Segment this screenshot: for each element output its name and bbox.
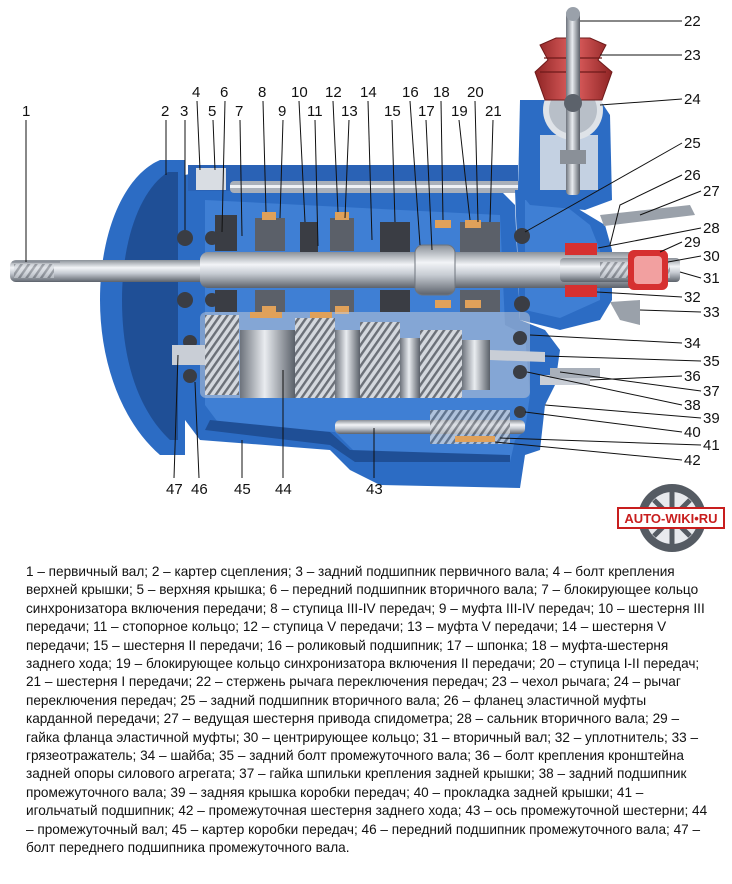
leader-lines — [25, 20, 702, 479]
callout-47: 47 — [166, 481, 183, 498]
callout-41: 41 — [703, 437, 720, 454]
callout-17: 17 — [418, 103, 435, 120]
callout-14: 14 — [360, 84, 377, 101]
logo-text: AUTO-WIKI•RU — [624, 511, 717, 526]
parts-legend: 1 – первичный вал; 2 – картер сцепления;… — [26, 564, 708, 856]
callout-46: 46 — [191, 481, 208, 498]
rear-flange — [565, 205, 695, 325]
top-cover — [188, 165, 530, 193]
callout-21: 21 — [485, 103, 502, 120]
callout-28: 28 — [703, 220, 720, 237]
callout-12: 12 — [325, 84, 342, 101]
callout-15: 15 — [384, 103, 401, 120]
upper-gears — [215, 212, 500, 252]
callout-18: 18 — [433, 84, 450, 101]
callout-44: 44 — [275, 481, 292, 498]
callout-11: 11 — [307, 103, 323, 120]
callout-24: 24 — [684, 91, 701, 108]
callout-6: 6 — [220, 84, 228, 101]
callout-35: 35 — [703, 353, 720, 370]
gearbox-diagram: 1 2 3 4 5 6 7 8 9 10 11 12 13 14 15 16 1… — [10, 7, 720, 498]
countershaft-cluster — [200, 312, 530, 398]
callout-16: 16 — [402, 84, 419, 101]
callout-9: 9 — [278, 103, 286, 120]
bearings — [177, 228, 530, 418]
callout-13: 13 — [341, 103, 358, 120]
callout-39: 39 — [703, 410, 720, 427]
callout-2: 2 — [161, 103, 169, 120]
callout-4: 4 — [192, 84, 200, 101]
callout-40: 40 — [684, 424, 701, 441]
callout-45: 45 — [234, 481, 251, 498]
callout-26: 26 — [684, 167, 701, 184]
callout-32: 32 — [684, 289, 701, 306]
callout-20: 20 — [467, 84, 484, 101]
callout-3: 3 — [180, 103, 188, 120]
callout-37: 37 — [703, 383, 720, 400]
callout-23: 23 — [684, 47, 701, 64]
output-shaft — [200, 244, 680, 296]
callout-8: 8 — [258, 84, 266, 101]
callout-27: 27 — [703, 183, 720, 200]
callout-36: 36 — [684, 368, 701, 385]
callout-25: 25 — [684, 135, 701, 152]
callout-31: 31 — [703, 270, 720, 287]
callout-labels: 1 2 3 4 5 6 7 8 9 10 11 12 13 14 15 16 1… — [22, 13, 720, 498]
lower-gears — [215, 290, 500, 314]
callout-22: 22 — [684, 13, 701, 30]
auto-wiki-logo: AUTO-WIKI•RU — [617, 484, 725, 552]
callout-1: 1 — [22, 103, 30, 120]
callout-34: 34 — [684, 335, 701, 352]
clutch-housing — [100, 160, 185, 455]
callout-7: 7 — [235, 103, 243, 120]
callout-10: 10 — [291, 84, 308, 101]
callout-5: 5 — [208, 103, 216, 120]
shift-lever-rod — [560, 7, 586, 195]
callout-29: 29 — [684, 234, 701, 251]
reverse-idler-shaft — [335, 410, 525, 444]
input-shaft — [10, 260, 210, 282]
callout-38: 38 — [684, 397, 701, 414]
callout-30: 30 — [703, 248, 720, 265]
callout-43: 43 — [366, 481, 383, 498]
callout-33: 33 — [703, 304, 720, 321]
callout-19: 19 — [451, 103, 468, 120]
callout-42: 42 — [684, 452, 701, 469]
